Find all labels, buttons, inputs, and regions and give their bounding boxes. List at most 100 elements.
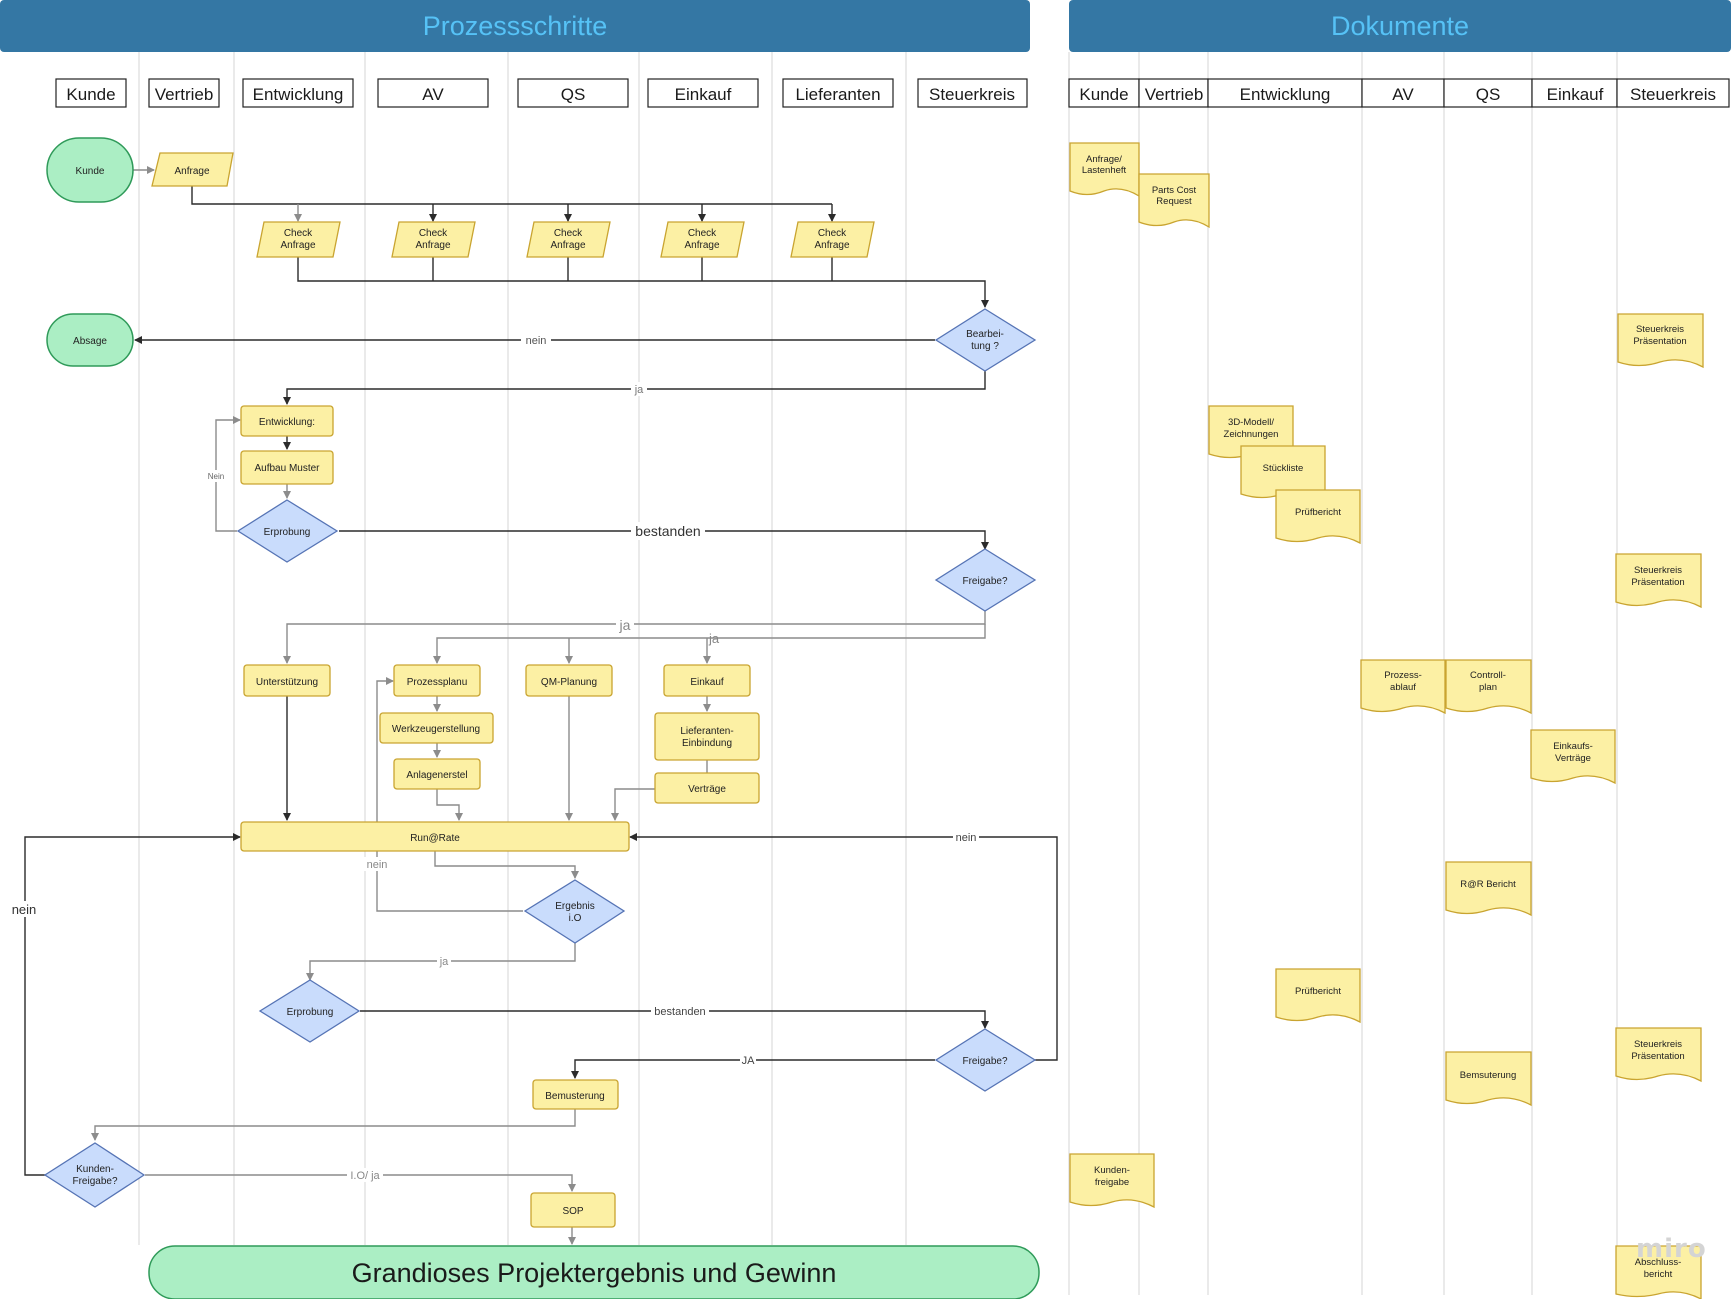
doc-steuerkreis-1-l1: Steuerkreis: [1636, 324, 1684, 335]
process-bemusterung: [532, 1079, 619, 1110]
doc-steuerkreis-2-l1: Steuerkreis: [1634, 565, 1682, 576]
process-werkzeugerstellung: [379, 712, 494, 744]
doc-anfrage-lastenheft: [1069, 142, 1140, 198]
doc-stueckliste-label: Stückliste: [1263, 463, 1304, 474]
lane-lieferanten-label: Lieferanten: [795, 85, 880, 104]
check-anfrage-entwicklung-l1: Check: [284, 228, 313, 239]
doc-parts-cost-request: [1138, 173, 1210, 229]
process-entwicklung-label: Entwicklung:: [259, 417, 315, 428]
doc-lane-einkauf: [1531, 78, 1618, 108]
header-dokumente: [1069, 0, 1731, 52]
lane-av: [377, 78, 489, 108]
decision-freigabe-2: [934, 1028, 1037, 1092]
doc-pruefbericht-2-label: Prüfbericht: [1295, 986, 1341, 997]
lane-steuerkreis-label: Steuerkreis: [929, 85, 1015, 104]
process-sop: [530, 1192, 616, 1228]
process-prozessplanung: [393, 664, 481, 697]
lane-qs-label: QS: [561, 85, 586, 104]
doc-controllplan-l1: Controll-: [1470, 670, 1506, 681]
process-run-rate-label: Run@Rate: [410, 833, 460, 844]
decision-freigabe-label: Freigabe?: [962, 576, 1007, 587]
doc-kundenfreigabe: [1069, 1153, 1155, 1209]
process-lieferanten-l2: Einbindung: [682, 738, 732, 749]
process-lieferanten-einbindung: [654, 712, 760, 761]
lane-vertrieb: [148, 78, 220, 108]
decision-kundenfreigabe-l1: Kunden-: [76, 1164, 114, 1175]
doc-prozessablauf: [1360, 659, 1446, 715]
doc-anfrage-l2: Lastenheft: [1082, 165, 1127, 176]
doc-lane-qs: [1443, 78, 1533, 108]
terminal-absage-label: Absage: [73, 336, 107, 347]
process-check-anfrage-av: [391, 221, 476, 258]
check-anfrage-av-l1: Check: [419, 228, 448, 239]
doc-lane-entwicklung-label: Entwicklung: [1240, 85, 1331, 104]
terminal-result-label: Grandioses Projektergebnis und Gewinn: [352, 1258, 837, 1288]
lane-qs: [517, 78, 629, 108]
terminal-kunde-label: Kunde: [76, 166, 105, 177]
process-anlagenerstel-label: Anlagenerstel: [406, 770, 467, 781]
decision-freigabe: [934, 548, 1037, 612]
process-bemusterung-label: Bemusterung: [545, 1091, 604, 1102]
doc-lane-einkauf-label: Einkauf: [1547, 85, 1604, 104]
doc-lane-av: [1361, 78, 1445, 108]
doc-3d-modell-l2: Zeichnungen: [1224, 429, 1279, 440]
process-werkzeugerstellung-label: Werkzeugerstellung: [392, 724, 480, 735]
process-aufbau-muster: [240, 450, 334, 485]
doc-prozessablauf-l2: ablauf: [1390, 682, 1416, 693]
process-prozessplanung-label: Prozessplanu: [407, 677, 468, 688]
doc-steuerkreis-3-l1: Steuerkreis: [1634, 1039, 1682, 1050]
lane-av-label: AV: [422, 85, 444, 104]
process-einkauf-label: Einkauf: [690, 677, 724, 688]
process-anfrage: [151, 152, 234, 187]
check-anfrage-lieferanten-l2: Anfrage: [814, 240, 849, 251]
doc-pruefbericht-2: [1275, 968, 1361, 1024]
check-anfrage-einkauf-l1: Check: [688, 228, 717, 239]
edge-label-bestanden-1: bestanden: [635, 523, 700, 539]
process-entwicklung: [240, 405, 334, 437]
edge-label-ja-bemusterung: JA: [742, 1055, 756, 1067]
check-anfrage-qs-l1: Check: [554, 228, 583, 239]
check-anfrage-lieferanten-l1: Check: [818, 228, 847, 239]
doc-lane-vertrieb: [1138, 78, 1209, 108]
check-anfrage-qs-l2: Anfrage: [550, 240, 585, 251]
process-qm-planung: [525, 664, 613, 697]
edge-label-bestanden-2: bestanden: [654, 1006, 705, 1018]
doc-3d-modell-l1: 3D-Modell/: [1228, 417, 1274, 428]
doc-rr-bericht-label: R@R Bericht: [1460, 879, 1516, 890]
lane-kunde: [55, 78, 127, 108]
doc-lane-qs-label: QS: [1476, 85, 1501, 104]
check-anfrage-entwicklung-l2: Anfrage: [280, 240, 315, 251]
decision-ergebnis: [523, 879, 626, 944]
process-check-anfrage-einkauf: [660, 221, 745, 258]
doc-controllplan: [1445, 659, 1532, 715]
doc-kundenfreigabe-l1: Kunden-: [1094, 1165, 1130, 1176]
doc-rr-bericht: [1445, 861, 1532, 917]
process-qm-planung-label: QM-Planung: [541, 677, 597, 688]
edge-label-nein-absage: nein: [526, 335, 547, 347]
lane-entwicklung-label: Entwicklung: [253, 85, 344, 104]
doc-controllplan-l2: plan: [1479, 682, 1497, 693]
edge-label-io-ja: I.O/ ja: [350, 1170, 380, 1182]
doc-pruefbericht-1-label: Prüfbericht: [1295, 507, 1341, 518]
doc-steuerkreis-praesentation-2: [1615, 553, 1702, 609]
process-lieferanten-l1: Lieferanten-: [680, 726, 733, 737]
miro-watermark: miro: [1636, 1234, 1707, 1264]
doc-anfrage-l1: Anfrage/: [1086, 154, 1122, 165]
edge-label-nein-ergebnis: nein: [367, 859, 388, 871]
process-vertraege-label: Verträge: [688, 784, 726, 795]
lane-steuerkreis: [917, 78, 1028, 108]
doc-lane-steuerkreis-label: Steuerkreis: [1630, 85, 1716, 104]
decision-erprobung-2: [258, 979, 361, 1043]
process-run-rate: [240, 821, 630, 852]
doc-lane-kunde-label: Kunde: [1079, 85, 1128, 104]
edge-label-ja-entwicklung: ja: [634, 384, 644, 396]
doc-einkaufsvertraege-l1: Einkaufs-: [1553, 741, 1593, 752]
process-einkauf: [663, 664, 751, 697]
edge-label-nein-kundenfreigabe: nein: [12, 902, 37, 917]
lane-kunde-label: Kunde: [66, 85, 115, 104]
lane-einkauf-label: Einkauf: [675, 85, 732, 104]
doc-kundenfreigabe-l2: freigabe: [1095, 1177, 1129, 1188]
edge-label-ja-ergebnis: ja: [439, 956, 449, 968]
doc-parts-l1: Parts Cost: [1152, 185, 1197, 196]
process-sop-label: SOP: [562, 1206, 583, 1217]
